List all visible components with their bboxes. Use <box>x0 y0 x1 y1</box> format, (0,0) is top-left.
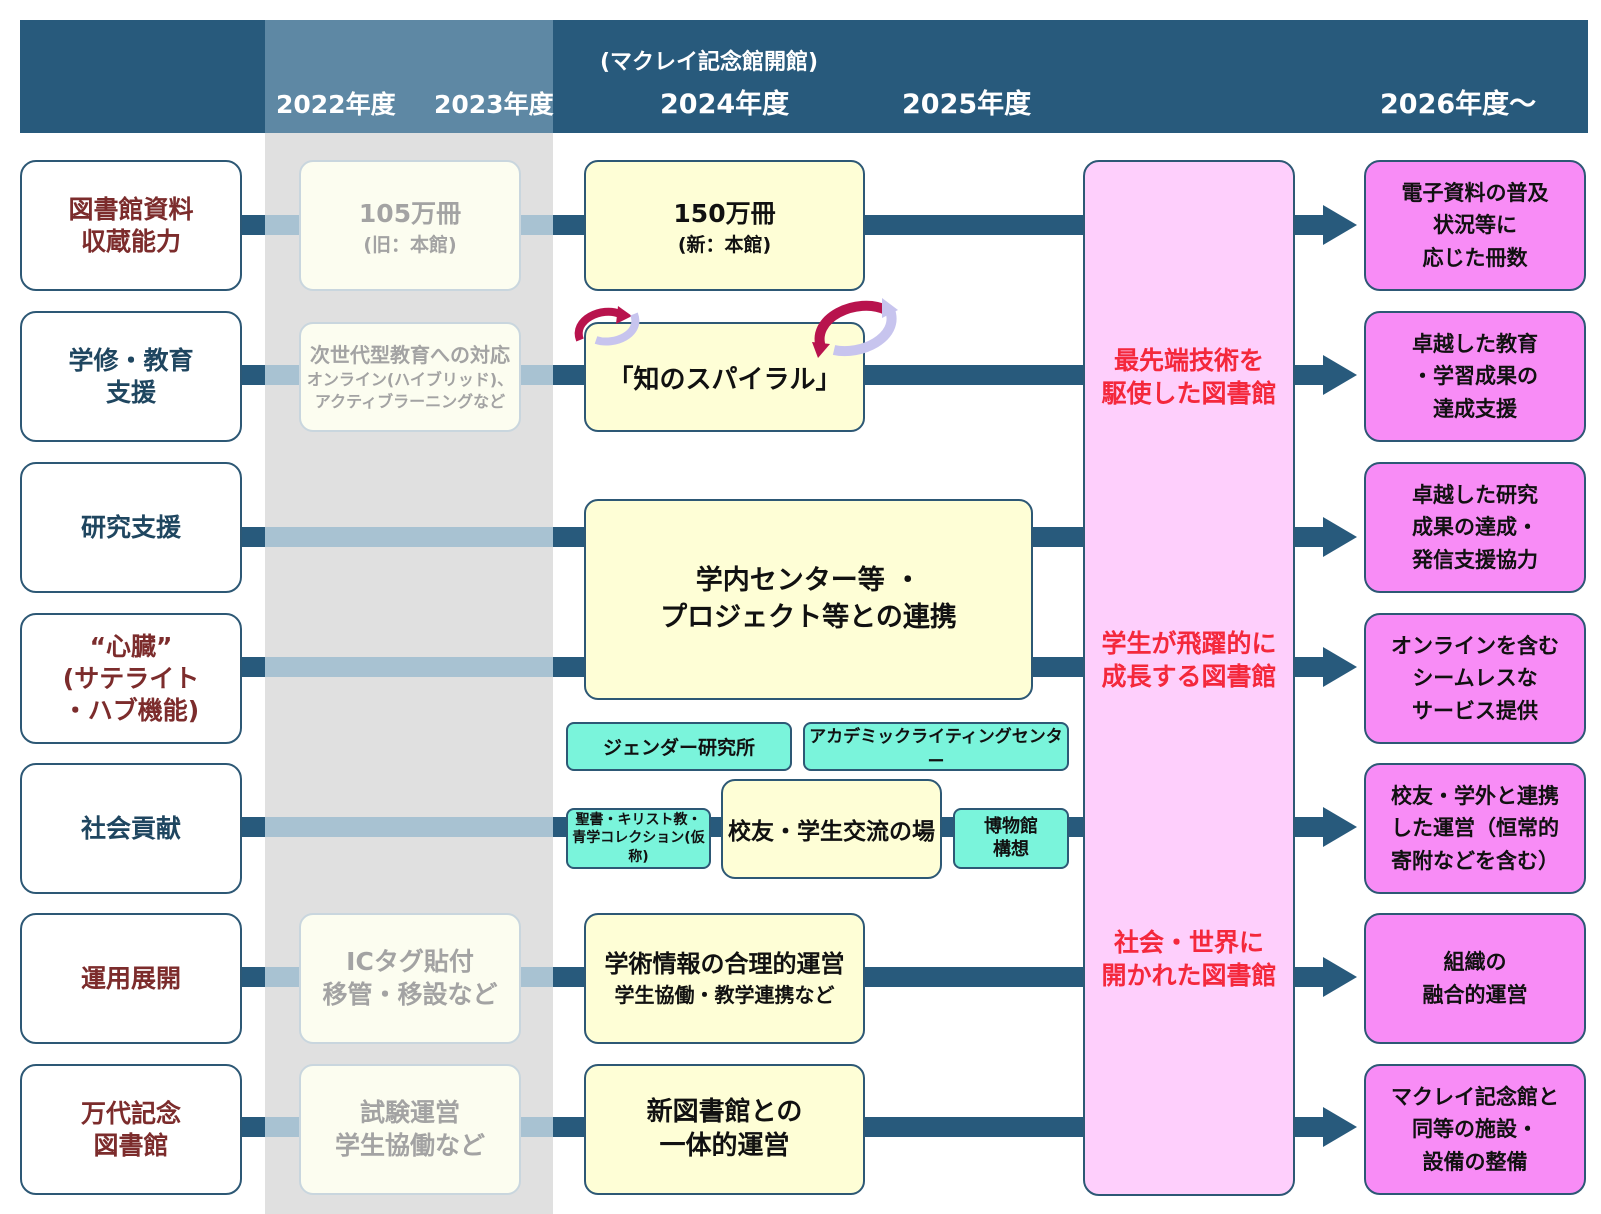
connector <box>240 215 265 235</box>
arrow-right-icon <box>1323 1107 1357 1147</box>
current-operations-box: 学術情報の合理的運営学生協働・教学連携など <box>584 913 865 1044</box>
header-bar <box>20 20 1588 133</box>
header-past-band <box>265 20 553 133</box>
category-collection-capacity: 図書館資料収蔵能力 <box>20 160 242 291</box>
connector <box>1295 967 1325 987</box>
connector <box>240 657 265 677</box>
year-2024: 2024年度 <box>660 89 790 120</box>
year-2022: 2022年度 <box>276 90 396 119</box>
connector <box>265 527 553 547</box>
current-collection-box: 150万冊(新：本館) <box>584 160 865 291</box>
connector <box>265 657 553 677</box>
vision-advanced-tech: 最先端技術を駆使した図書館 <box>1101 346 1277 408</box>
vision-column <box>1083 160 1295 1196</box>
connector <box>240 365 265 385</box>
bible-collection-box: 聖書・キリスト教・青学コレクション(仮称) <box>566 808 711 869</box>
category-heart-hub: “心臓”(サテライト・ハブ機能) <box>20 613 242 744</box>
goal-facility-upgrade: マクレイ記念館と同等の施設・設備の整備 <box>1364 1064 1586 1195</box>
gender-institute-box: ジェンダー研究所 <box>566 722 792 771</box>
connector <box>1295 657 1325 677</box>
connector <box>265 817 553 837</box>
connector <box>240 817 265 837</box>
goal-integrated-operations: 組織の融合的運営 <box>1364 913 1586 1044</box>
year-2026: 2026年度〜 <box>1380 89 1537 120</box>
goal-research-support: 卓越した研究成果の達成・発信支援協力 <box>1364 462 1586 593</box>
connector <box>1295 817 1325 837</box>
past-collection-box: 105万冊(旧：本館) <box>299 160 521 291</box>
category-bandai-library: 万代記念図書館 <box>20 1064 242 1195</box>
vision-open-library: 社会・世界に開かれた図書館 <box>1101 928 1277 990</box>
spiral-small-icon <box>574 306 640 346</box>
year-2025: 2025年度 <box>902 89 1032 120</box>
vision-student-growth: 学生が飛躍的に成長する図書館 <box>1101 629 1277 691</box>
category-research-support: 研究支援 <box>20 462 242 593</box>
past-operations-box: ICタグ貼付移管・移設など <box>299 913 521 1044</box>
past-bandai-box: 試験運営学生協働など <box>299 1064 521 1195</box>
collaboration-box: 学内センター等 ・プロジェクト等との連携 <box>584 499 1033 700</box>
past-education-box: 次世代型教育への対応オンライン(ハイブリッド)、アクティブラーニングなど <box>299 322 521 432</box>
spiral-large-icon <box>812 298 898 358</box>
arrow-right-icon <box>1323 517 1357 557</box>
connector <box>240 1117 265 1137</box>
connector <box>240 527 265 547</box>
category-social-contribution: 社会貢献 <box>20 763 242 894</box>
current-bandai-box: 新図書館との一体的運営 <box>584 1064 865 1195</box>
category-operations: 運用展開 <box>20 913 242 1044</box>
connector <box>1295 215 1325 235</box>
arrow-right-icon <box>1323 205 1357 245</box>
connector <box>1295 1117 1325 1137</box>
header-note: (マクレイ記念館開館) <box>600 50 819 75</box>
arrow-right-icon <box>1323 647 1357 687</box>
goal-digital-collection: 電子資料の普及状況等に応じた冊数 <box>1364 160 1586 291</box>
category-learning-support: 学修・教育支援 <box>20 311 242 442</box>
museum-plan-box: 博物館構想 <box>953 808 1069 869</box>
connector <box>1295 527 1325 547</box>
arrow-right-icon <box>1323 355 1357 395</box>
goal-education-support: 卓越した教育・学習成果の達成支援 <box>1364 311 1586 442</box>
connector <box>240 967 265 987</box>
year-2023: 2023年度 <box>434 90 554 119</box>
goal-alumni-collaboration: 校友・学外と連携した運営（恒常的寄附などを含む） <box>1364 763 1586 894</box>
alumni-exchange-box: 校友・学生交流の場 <box>721 779 942 879</box>
arrow-right-icon <box>1323 957 1357 997</box>
connector <box>1295 365 1325 385</box>
arrow-right-icon <box>1323 807 1357 847</box>
goal-seamless-service: オンラインを含むシームレスなサービス提供 <box>1364 613 1586 744</box>
writing-center-box: アカデミックライティングセンター <box>803 722 1069 772</box>
